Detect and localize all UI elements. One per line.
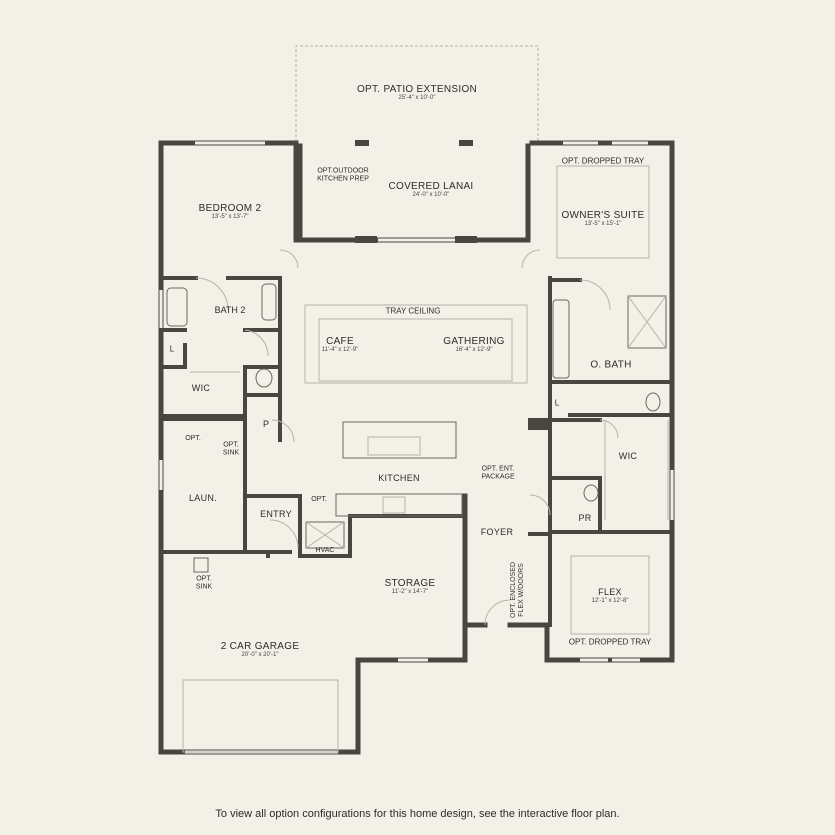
storage-dimensions: 11'-2" x 14'-7" — [391, 589, 429, 596]
flex-name: FLEX — [598, 586, 622, 597]
interior-wall — [159, 393, 282, 421]
gathering-label: GATHERING 16'-4" x 12'-9" — [443, 336, 504, 354]
opt-enclosed-flex-line2: FLEX W/DOORS — [518, 563, 525, 617]
cafe-label: CAFE 11'-4" x 12'-9" — [322, 336, 358, 354]
exterior-wall — [507, 299, 675, 663]
patio-extension-dimensions: 25'-4" x 10'-0" — [398, 95, 436, 102]
linen-closet-left-label: L — [169, 344, 175, 354]
covered-lanai-dimensions: 24'-0" x 10'-0" — [412, 192, 450, 199]
interior-wall — [159, 417, 302, 558]
owners-suite-dimensions: 13'-5" x 15'-1" — [584, 221, 622, 228]
outdoor-kitchen-line2: KITCHEN PREP — [317, 175, 369, 182]
flex-label: FLEX 12'-1" x 12'-8" — [591, 586, 629, 604]
hvac-label: HVAC — [315, 547, 335, 555]
cafe-dimensions: 11'-4" x 12'-9" — [321, 347, 359, 354]
owners-suite-label: OWNER'S SUITE 13'-5" x 15'-1" — [561, 210, 644, 228]
opt-enclosed-flex-label: OPT. ENCLOSED FLEX W/DOORS — [510, 562, 526, 618]
flex-dropped-tray-label: OPT. DROPPED TRAY — [568, 637, 652, 647]
patio-extension-name: OPT. PATIO EXTENSION — [356, 84, 478, 96]
wic-left-label: WIC — [191, 383, 211, 394]
interactive-floor-plan-note: To view all option configurations for th… — [215, 808, 620, 820]
exterior-wall — [158, 140, 468, 755]
opt-enclosed-flex-line1: OPT. ENCLOSED — [509, 561, 517, 619]
storage-name: STORAGE — [384, 578, 436, 590]
opt-sink-laundry-label: OPT. SINK — [223, 441, 239, 456]
covered-lanai-label: COVERED LANAI 24'-0" x 10'-0" — [388, 181, 473, 199]
flex-dimensions: 12'-1" x 12'-8" — [591, 597, 629, 604]
interior-wall — [159, 328, 282, 418]
kitchen-label: KITCHEN — [378, 473, 420, 484]
laundry-label: LAUN. — [188, 493, 218, 504]
bath-2-label: BATH 2 — [214, 305, 246, 316]
tray-ceiling-label: TRAY CEILING — [385, 306, 441, 316]
wic-right-label: WIC — [618, 451, 638, 462]
garage-label: 2 CAR GARAGE 20'-0" x 20'-1" — [221, 641, 300, 659]
outdoor-kitchen-label: OPT.OUTDOOR KITCHEN PREP — [317, 167, 369, 182]
garage-dimensions: 20'-0" x 20'-1" — [241, 652, 279, 659]
opt-kitchen-label: OPT. — [311, 496, 327, 504]
covered-lanai-name: COVERED LANAI — [388, 181, 474, 193]
opt-ent-package-label: OPT. ENT. PACKAGE — [481, 465, 514, 480]
opt-laundry-label: OPT. — [185, 435, 201, 443]
entry-label: ENTRY — [260, 509, 292, 520]
opt-sink-laundry-line2: SINK — [222, 449, 240, 456]
interior-wall — [528, 476, 674, 536]
owners-bath-label: O. BATH — [590, 359, 632, 371]
bedroom-2-name: BEDROOM 2 — [198, 203, 262, 215]
exterior-wall — [158, 140, 308, 243]
outdoor-kitchen-line1: OPT.OUTDOOR — [317, 167, 369, 175]
patio-extension-outline — [295, 45, 539, 142]
owners-dropped-tray-label: OPT. DROPPED TRAY — [561, 156, 645, 166]
bedroom-2-dimensions: 13'-5" x 13'-7" — [211, 214, 249, 221]
interior-wall — [548, 380, 674, 422]
linen-closet-right-label: L — [554, 398, 560, 408]
patio-extension-label: OPT. PATIO EXTENSION 25'-4" x 10'-0" — [357, 84, 477, 102]
opt-sink-garage-line2: SINK — [195, 583, 213, 590]
opt-sink-garage-line1: OPT. — [196, 575, 212, 583]
owners-suite-name: OWNER'S SUITE — [561, 210, 645, 222]
gathering-dimensions: 16'-4" x 12'-9" — [455, 347, 493, 354]
opt-sink-laundry-line1: OPT. — [223, 441, 239, 449]
opt-ent-package-line2: PACKAGE — [481, 473, 515, 480]
interior-wall — [159, 328, 187, 369]
cafe-name: CAFE — [326, 336, 354, 348]
opt-sink-garage-label: OPT. SINK — [196, 575, 212, 590]
garage-name: 2 CAR GARAGE — [220, 641, 300, 653]
foyer-label: FOYER — [480, 527, 514, 538]
gathering-name: GATHERING — [443, 336, 505, 348]
interior-wall — [548, 276, 582, 627]
bedroom-2-label: BEDROOM 2 13'-5" x 13'-7" — [199, 203, 262, 221]
opt-ent-package-line1: OPT. ENT. — [481, 465, 515, 473]
storage-label: STORAGE 11'-2" x 14'-7" — [385, 578, 436, 596]
pantry-label: P — [262, 419, 270, 430]
powder-room-label: PR — [578, 513, 592, 524]
